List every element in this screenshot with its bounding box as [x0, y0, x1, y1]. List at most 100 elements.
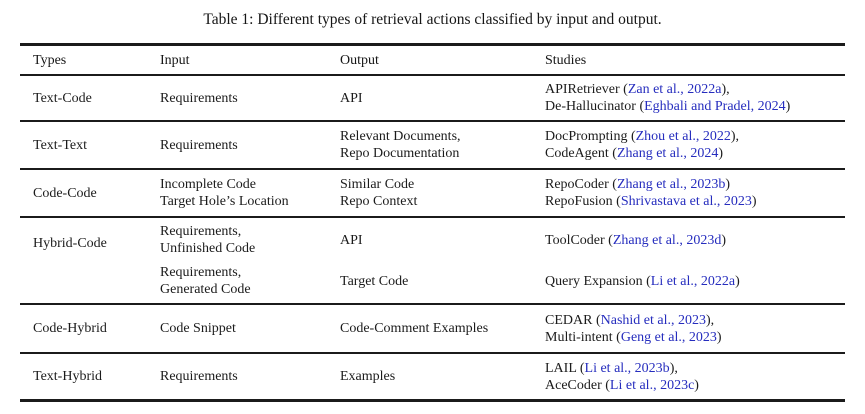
- citation-link[interactable]: Nashid et al., 2023: [600, 312, 706, 328]
- study-text: ToolCoder (: [545, 232, 613, 248]
- citation-link[interactable]: Li et al., 2023c: [609, 377, 695, 393]
- study-line: AceCoder (Li et al., 2023c): [545, 377, 845, 394]
- citation-link[interactable]: Zan et al., 2022a: [627, 82, 722, 97]
- cell-output: Relevant Documents, Repo Documentation: [340, 128, 545, 162]
- study-line: Multi-intent (Geng et al., 2023): [545, 329, 845, 346]
- citation-link[interactable]: Shrivastava et al., 2023: [620, 194, 752, 209]
- cell-input-line: Code Snippet: [160, 321, 236, 336]
- cell-type: Text-Text: [33, 137, 88, 153]
- cell-type: Text-Hybrid: [33, 369, 103, 384]
- study-text: ): [785, 99, 791, 114]
- citation-link[interactable]: Li et al., 2023b: [584, 360, 670, 376]
- cell-output: Examples: [340, 368, 545, 385]
- study-text: ): [735, 273, 740, 289]
- table-subrow: Code Snippet Code-Comment Examples CEDAR (…: [160, 312, 845, 346]
- study-line: De-Hallucinator (Eghbali and Pradel, 202…: [545, 98, 845, 115]
- cell-output: Code-Comment Examples: [340, 320, 545, 337]
- study-line: CEDAR (Nashid et al., 2023),: [545, 312, 845, 329]
- study-text: ),: [721, 82, 730, 97]
- cell-input-line: Requirements,: [160, 224, 242, 239]
- citation-link[interactable]: Zhang et al., 2023d: [612, 232, 722, 248]
- study-line: CodeAgent (Zhang et al., 2024): [545, 145, 845, 162]
- cell-input: Requirements, Unfinished Code: [160, 223, 340, 257]
- study-text: RepoFusion (: [545, 194, 621, 209]
- study-text: ): [751, 194, 757, 209]
- cell-input-line: Unfinished Code: [160, 241, 256, 256]
- cell-input-line: Generated Code: [160, 282, 251, 297]
- cell-output-line: API: [340, 232, 363, 248]
- study-line: APIRetriever (Zan et al., 2022a),: [545, 81, 845, 98]
- cell-output-line: Examples: [340, 369, 396, 384]
- citation-link[interactable]: Li et al., 2022a: [650, 273, 736, 289]
- study-text: CodeAgent (: [545, 146, 617, 161]
- study-text: Multi-intent (: [545, 329, 621, 345]
- study-text: De-Hallucinator (: [545, 99, 645, 114]
- table-caption: Table 1: Different types of retrieval ac…: [203, 11, 662, 28]
- cell-studies: ToolCoder (Zhang et al., 2023d): [545, 232, 845, 249]
- cell-input-line: Requirements: [160, 369, 238, 384]
- cell-output-line: Repo Context: [340, 194, 418, 209]
- study-text: RepoCoder (: [545, 177, 617, 192]
- citation-link[interactable]: Eghbali and Pradel, 2024: [644, 99, 786, 114]
- cell-output-line: Target Code: [340, 273, 409, 289]
- row-content: Requirements Relevant Documents, Repo Docu…: [160, 123, 845, 167]
- cell-input: Code Snippet: [160, 320, 340, 337]
- cell-output-line: Similar Code: [340, 177, 415, 192]
- citation-link[interactable]: Geng et al., 2023: [620, 329, 717, 345]
- citation-link[interactable]: Zhang et al., 2023b: [616, 177, 726, 192]
- cell-studies: RepoCoder (Zhang et al., 2023b)RepoFusio…: [545, 176, 845, 210]
- row-content: Code Snippet Code-Comment Examples CEDAR (…: [160, 307, 845, 351]
- cell-output-line: Code-Comment Examples: [340, 321, 489, 336]
- study-line: ToolCoder (Zhang et al., 2023d): [545, 232, 845, 249]
- cell-studies: CEDAR (Nashid et al., 2023),Multi-intent…: [545, 312, 845, 346]
- citation-link[interactable]: Zhou et al., 2022: [635, 129, 731, 144]
- cell-output: API: [340, 232, 545, 249]
- cell-type: Code-Hybrid: [33, 321, 107, 336]
- column-header-types: Types: [33, 52, 67, 68]
- study-text: ),: [730, 129, 740, 144]
- cell-studies: Query Expansion (Li et al., 2022a): [545, 273, 845, 290]
- study-line: DocPrompting (Zhou et al., 2022),: [545, 128, 845, 145]
- study-text: AceCoder (: [545, 377, 610, 393]
- column-header-input: Input: [160, 52, 190, 68]
- row-content: Requirements, Unfinished Code API ToolCoder…: [160, 218, 845, 303]
- study-text: DocPrompting (: [545, 129, 636, 144]
- citation-link[interactable]: Zhang et al., 2024: [616, 146, 719, 161]
- cell-input: Requirements: [160, 90, 340, 107]
- cell-input-line: Target Hole’s Location: [160, 194, 289, 209]
- column-header-output: Output: [340, 52, 379, 68]
- cell-output-line: Relevant Documents,: [340, 129, 461, 144]
- cell-input: Requirements: [160, 137, 340, 154]
- study-text: ): [718, 146, 724, 161]
- study-text: LAIL (: [545, 360, 585, 376]
- cell-input-line: Requirements: [160, 137, 238, 153]
- cell-studies: DocPrompting (Zhou et al., 2022),CodeAge…: [545, 128, 845, 162]
- study-line: Query Expansion (Li et al., 2022a): [545, 273, 845, 290]
- cell-output-line: Repo Documentation: [340, 146, 460, 161]
- table-row: Code-Hybrid Code Snippet Code-Comment Exam…: [20, 305, 845, 354]
- study-text: ): [721, 232, 726, 248]
- study-line: RepoCoder (Zhang et al., 2023b): [545, 176, 845, 193]
- column-header-studies: Studies: [545, 52, 587, 68]
- study-text: ): [694, 377, 699, 393]
- study-line: RepoFusion (Shrivastava et al., 2023): [545, 193, 845, 210]
- study-text: ): [716, 329, 722, 345]
- cell-output-line: API: [340, 90, 363, 106]
- cell-output: Target Code: [340, 273, 545, 290]
- cell-studies: LAIL (Li et al., 2023b),AceCoder (Li et …: [545, 360, 845, 394]
- table-row: Text-Text Requirements Relevant Documents,…: [20, 122, 845, 170]
- study-text: ),: [706, 312, 715, 328]
- cell-type: Code-Code: [33, 185, 97, 201]
